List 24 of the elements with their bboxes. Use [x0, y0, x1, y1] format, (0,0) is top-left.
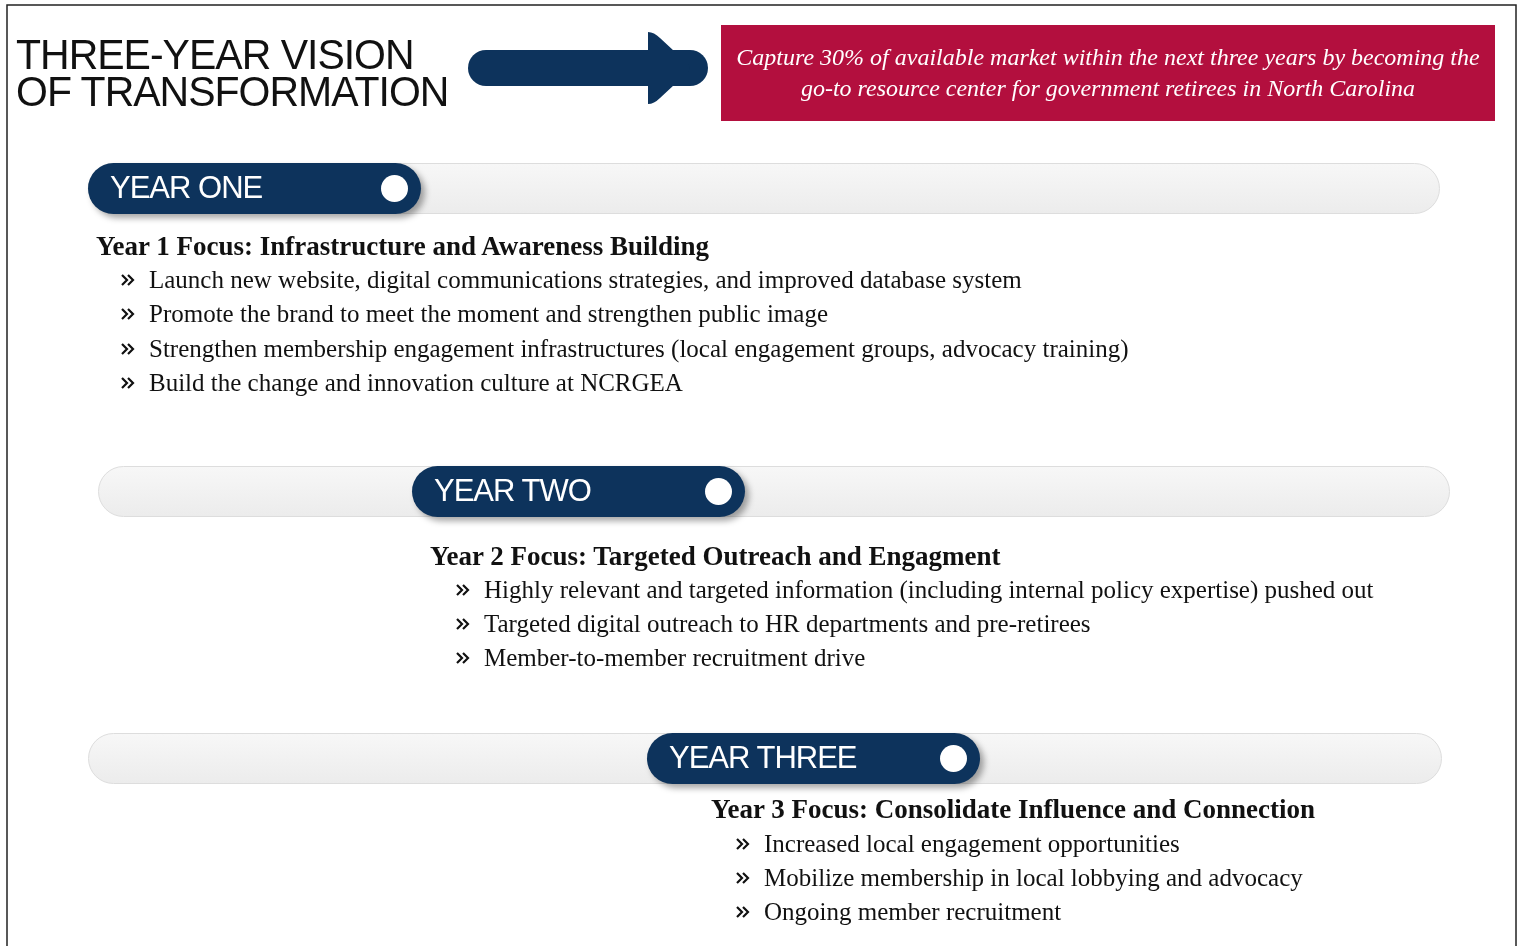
bullet-text: Targeted digital outreach to HR departments and pre-retirees — [484, 609, 1091, 639]
year-pill — [647, 733, 980, 784]
bullet-text: Ongoing member recruitment — [764, 897, 1062, 927]
bullet-text: Build the change and innovation culture at NCRGEA — [149, 368, 683, 398]
bullet-text: Member-to-member recruitment drive — [484, 643, 866, 673]
bullet-text: Highly relevant and targeted information (including internal policy expertise) pushed out — [484, 575, 1374, 605]
focus-heading: Year 2 Focus: Targeted Outreach and Engagment — [430, 541, 1001, 571]
bullet-text: Promote the brand to meet the moment and strengthen public image — [149, 299, 828, 329]
year-pill — [412, 466, 745, 517]
year-label: YEAR ONE — [110, 169, 263, 207]
title-text: THREE-YEAR VISION OF TRANSFORMATION — [16, 36, 450, 110]
year-label: YEAR THREE — [669, 739, 857, 777]
bullet-text: Mobilize membership in local lobbying and advocacy — [764, 863, 1303, 893]
timeline-track — [88, 733, 1442, 784]
focus-heading: Year 3 Focus: Consolidate Influence and Connection — [711, 794, 1316, 824]
bullet-text: Strengthen membership engagement infrastructures (local engagement groups, advocacy training) — [149, 334, 1129, 364]
bullet-text: Increased local engagement opportunities — [764, 829, 1180, 859]
goal-text: Capture 30% of available market within the next three years by becoming the go-to resource center for government retirees in North Carolina — [735, 43, 1481, 103]
focus-heading: Year 1 Focus: Infrastructure and Awareness Building — [96, 231, 710, 261]
year-pill — [88, 163, 421, 214]
year-label: YEAR TWO — [434, 472, 591, 510]
timeline-track — [98, 466, 1450, 517]
timeline-track — [88, 163, 1440, 214]
bullet-text: Launch new website, digital communications strategies, and improved database system — [149, 265, 1022, 295]
